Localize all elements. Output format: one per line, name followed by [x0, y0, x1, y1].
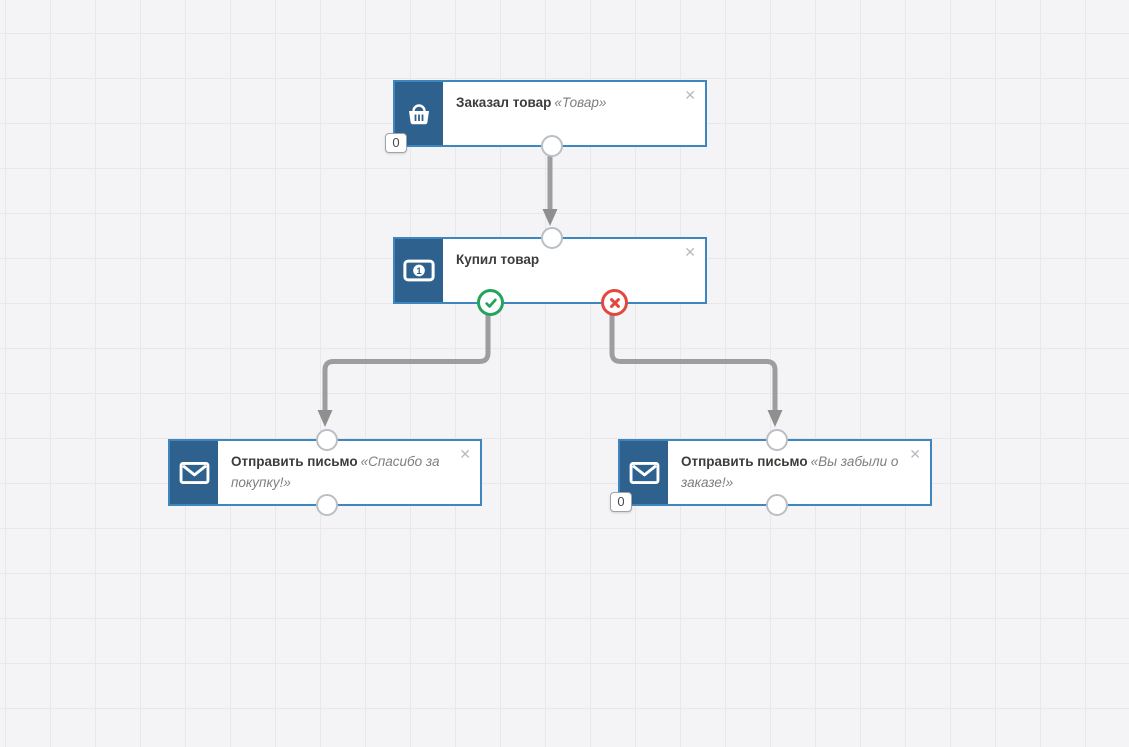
contact-count-badge: 0 [610, 492, 632, 512]
x-icon [609, 297, 620, 308]
input-port[interactable] [541, 227, 563, 249]
close-icon[interactable]: ✕ [684, 87, 696, 103]
node-subtitle: «Товар» [554, 95, 607, 110]
connector-order-to-purchase [542, 147, 558, 226]
node-label: Купил товар [443, 239, 705, 302]
node-label: Отправить письмо«Спасибо за покупку!» [218, 441, 480, 504]
connector-error-to-reminder-email [609, 303, 783, 427]
output-port[interactable] [316, 494, 338, 516]
input-port[interactable] [316, 429, 338, 451]
node-subtitle: «Спасибо за покупку!» [231, 454, 440, 490]
output-port[interactable] [541, 135, 563, 157]
node-email-reminder[interactable]: Отправить письмо«Вы забыли о заказе!» ✕ … [610, 429, 932, 516]
close-icon[interactable]: ✕ [459, 446, 471, 462]
node-title: Заказал товар [456, 95, 552, 110]
banknote-icon: 1 [395, 239, 443, 302]
envelope-icon [170, 441, 218, 504]
success-port[interactable] [477, 289, 504, 316]
contact-count-badge: 0 [385, 133, 407, 153]
banknote-digit: 1 [416, 265, 421, 276]
close-icon[interactable]: ✕ [684, 244, 696, 260]
node-email-thanks[interactable]: Отправить письмо«Спасибо за покупку!» ✕ [168, 429, 482, 516]
node-purchase-condition[interactable]: 1 Купил товар ✕ [393, 227, 707, 316]
check-icon [484, 298, 497, 308]
node-label: Заказал товар«Товар» [443, 82, 705, 145]
output-port[interactable] [766, 494, 788, 516]
input-port[interactable] [766, 429, 788, 451]
node-title: Отправить письмо [231, 454, 358, 469]
node-label: Отправить письмо«Вы забыли о заказе!» [668, 441, 930, 504]
node-order-trigger[interactable]: Заказал товар«Товар» ✕ 0 [385, 80, 707, 157]
error-port[interactable] [601, 289, 628, 316]
connector-success-to-thanks-email [317, 303, 491, 427]
node-subtitle: «Вы забыли о заказе!» [681, 454, 899, 490]
close-icon[interactable]: ✕ [909, 446, 921, 462]
node-title: Отправить письмо [681, 454, 808, 469]
node-title: Купил товар [456, 252, 540, 267]
